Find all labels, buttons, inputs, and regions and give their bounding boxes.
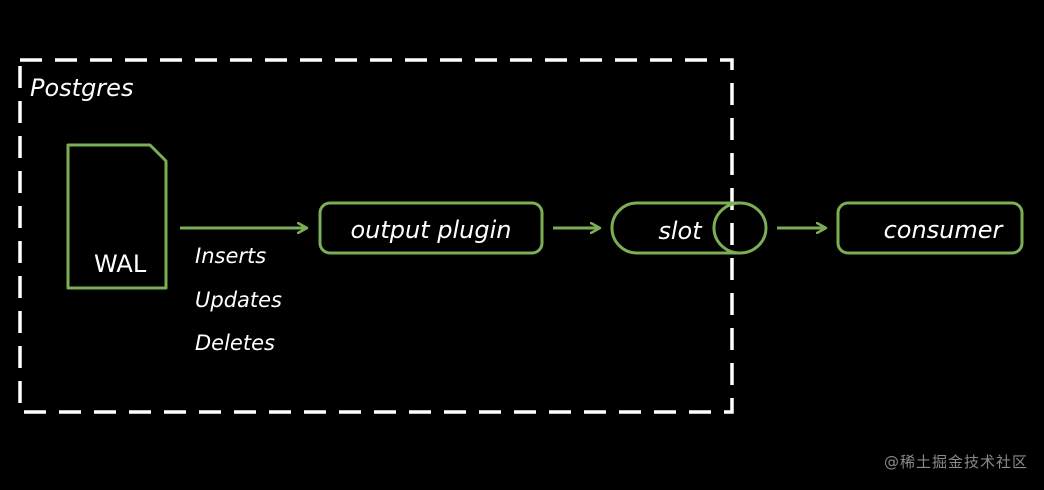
output-plugin-box xyxy=(318,201,544,255)
consumer-box xyxy=(836,201,1024,255)
operation-updates: Updates xyxy=(195,288,282,312)
postgres-boundary xyxy=(18,58,734,414)
wal-label: WAL xyxy=(94,250,147,278)
slot-label: slot xyxy=(658,217,703,245)
postgres-label: Postgres xyxy=(30,74,133,102)
slot-cylinder-icon xyxy=(610,201,740,255)
output-plugin-label: output plugin xyxy=(350,216,511,244)
consumer-label: consumer xyxy=(884,216,1005,244)
wal-document-icon xyxy=(66,143,168,290)
operation-deletes: Deletes xyxy=(195,331,275,355)
operation-inserts: Inserts xyxy=(195,244,266,268)
slot-cylinder-end xyxy=(712,201,768,255)
watermark: @稀土掘金技术社区 xyxy=(883,453,1028,471)
